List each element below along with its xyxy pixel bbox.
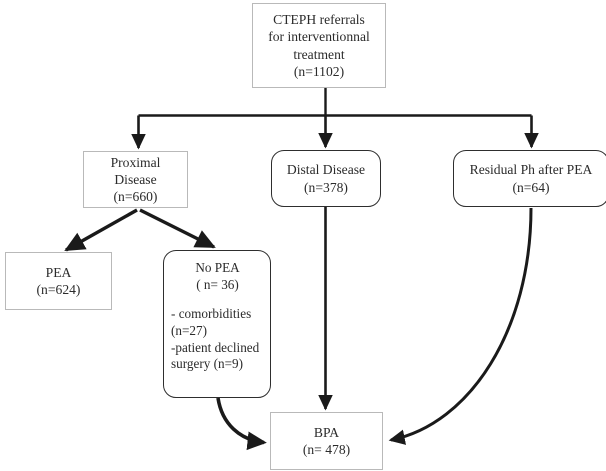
distal-count: (n=378)	[304, 179, 348, 195]
no-pea-detail-comorbidities: - comorbidities	[171, 306, 252, 322]
no-pea-line-1: No PEA	[195, 260, 240, 275]
node-cteph-referrals: CTEPH referrals for interventionnal trea…	[252, 3, 386, 88]
node-distal-disease: Distal Disease (n=378)	[271, 150, 381, 207]
bpa-line-1: BPA	[313, 424, 340, 440]
cteph-line-1: CTEPH referrals	[273, 12, 365, 28]
cteph-count: (n=1102)	[293, 63, 345, 79]
no-pea-detail-declined-count: surgery (n=9)	[171, 356, 244, 372]
node-bpa: BPA (n= 478)	[270, 412, 383, 470]
edge-proximal-to-no-pea	[139, 208, 216, 249]
node-residual-ph-after-pea: Residual Ph after PEA (n=64)	[453, 150, 606, 207]
proximal-line-2: Disease	[114, 171, 157, 187]
residual-count: (n=64)	[512, 179, 550, 195]
pea-count: (n=624)	[36, 282, 81, 297]
edge-proximal-to-pea	[64, 208, 138, 252]
no-pea-detail-declined: -patient declined	[171, 339, 260, 355]
edge-residual-to-bpa	[388, 207, 533, 445]
residual-line-1: Residual Ph after PEA	[469, 162, 593, 178]
cteph-line-3: treatment	[293, 46, 345, 62]
no-pea-count: ( n= 36)	[196, 276, 239, 292]
node-pea: PEA (n=624)	[5, 252, 112, 310]
proximal-line-1: Proximal	[110, 154, 161, 170]
bpa-count: (n= 478)	[302, 442, 351, 457]
no-pea-detail-comorbidities-count: (n=27)	[171, 322, 208, 338]
distal-line-1: Distal Disease	[286, 162, 366, 178]
edge-no-pea-to-bpa	[216, 397, 267, 451]
node-proximal-disease: Proximal Disease (n=660)	[83, 151, 188, 208]
pea-line-1: PEA	[45, 264, 72, 280]
cteph-line-2: for interventionnal	[268, 29, 370, 45]
proximal-count: (n=660)	[113, 189, 158, 205]
node-no-pea: No PEA ( n= 36) - comorbidities (n=27) -…	[163, 250, 271, 398]
